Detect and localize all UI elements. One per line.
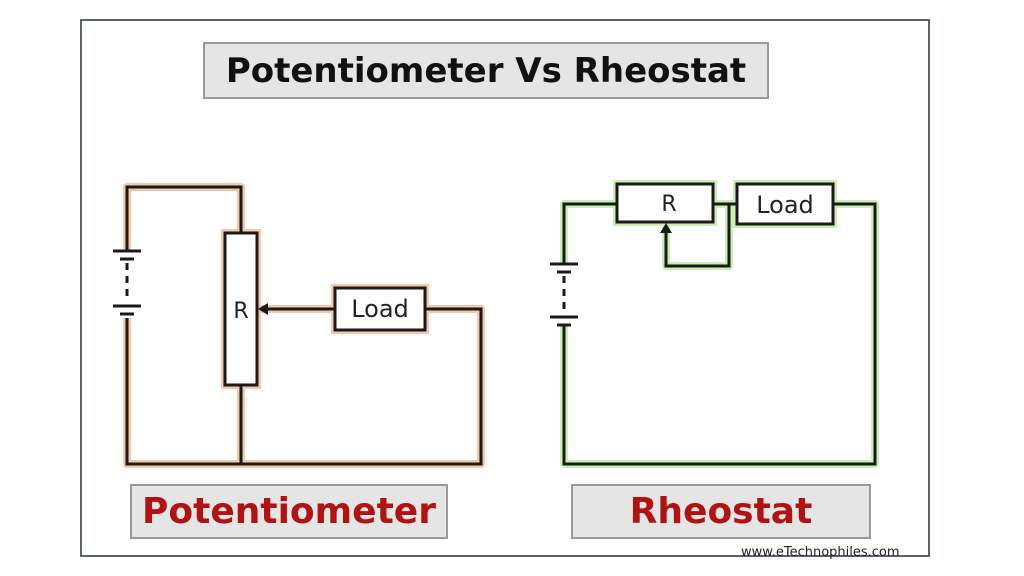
rheostat-wires [562,202,877,466]
rheostat-circuit: R Load [550,180,879,468]
potentiometer-resistor-label: R [233,299,248,324]
potentiometer-load-label: Load [351,295,409,323]
potentiometer-wiper-arrow [258,303,268,315]
watermark-text: www.eTechnophiles.com [741,545,900,560]
rheostat-resistor-label: R [661,192,676,217]
potentiometer-wires [125,185,483,466]
rheostat-load [735,182,835,226]
rheostat-wiper-arrow [660,223,672,233]
potentiometer-resistor [223,231,259,387]
potentiometer-battery [113,249,141,316]
potentiometer-load [333,286,427,332]
rheostat-resistor [615,182,715,224]
rheostat-caption: Rheostat [571,484,871,539]
rheostat-load-label: Load [756,191,814,219]
rheostat-battery [550,262,578,327]
potentiometer-circuit: R Load [113,183,485,468]
diagram-title: Potentiometer Vs Rheostat [203,42,769,99]
potentiometer-caption: Potentiometer [130,484,448,539]
